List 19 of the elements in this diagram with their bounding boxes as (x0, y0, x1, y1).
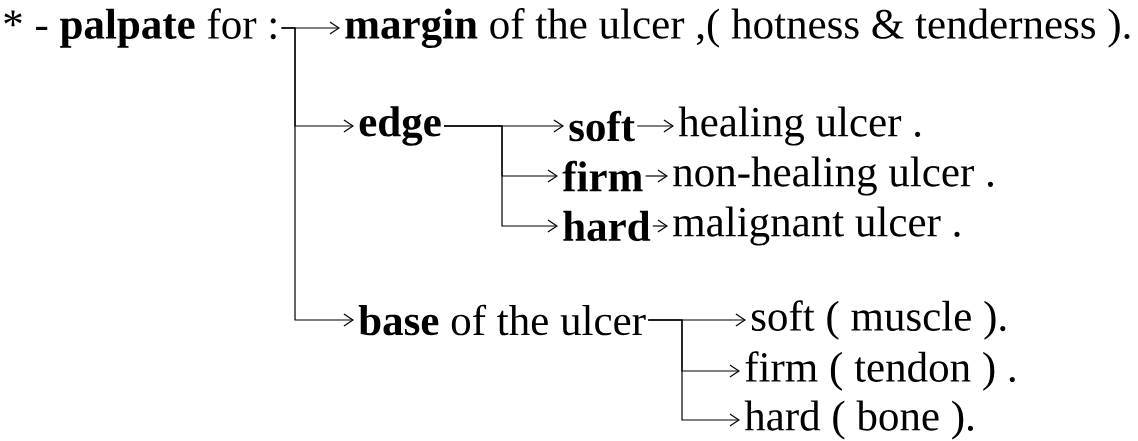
outline-text: malignant ulcer . (673, 206, 960, 246)
outline-text: edge (359, 106, 441, 146)
arrow (645, 169, 668, 183)
outline-text: soft (569, 110, 635, 142)
arrow (636, 119, 674, 133)
outline-text: hard ( bone ). (744, 400, 973, 440)
arrow (652, 219, 668, 233)
arrow (443, 125, 558, 233)
outline-text: * - palpate for : (4, 8, 276, 48)
outline-text: soft ( muscle ). (751, 300, 1006, 340)
outline-text: non-healing ulcer . (673, 156, 993, 196)
arrow (280, 27, 354, 327)
outline-text: margin of the ulcer ,( hotness & tenderness ). (345, 8, 1130, 48)
outline-text: base of the ulcer (358, 304, 646, 336)
outline-text: firm ( tendon ) . (745, 351, 1015, 391)
outline-text: firm (562, 160, 643, 192)
outline-text: healing ulcer . (678, 106, 921, 146)
arrow (647, 319, 740, 427)
outline-text: hard (563, 210, 651, 242)
